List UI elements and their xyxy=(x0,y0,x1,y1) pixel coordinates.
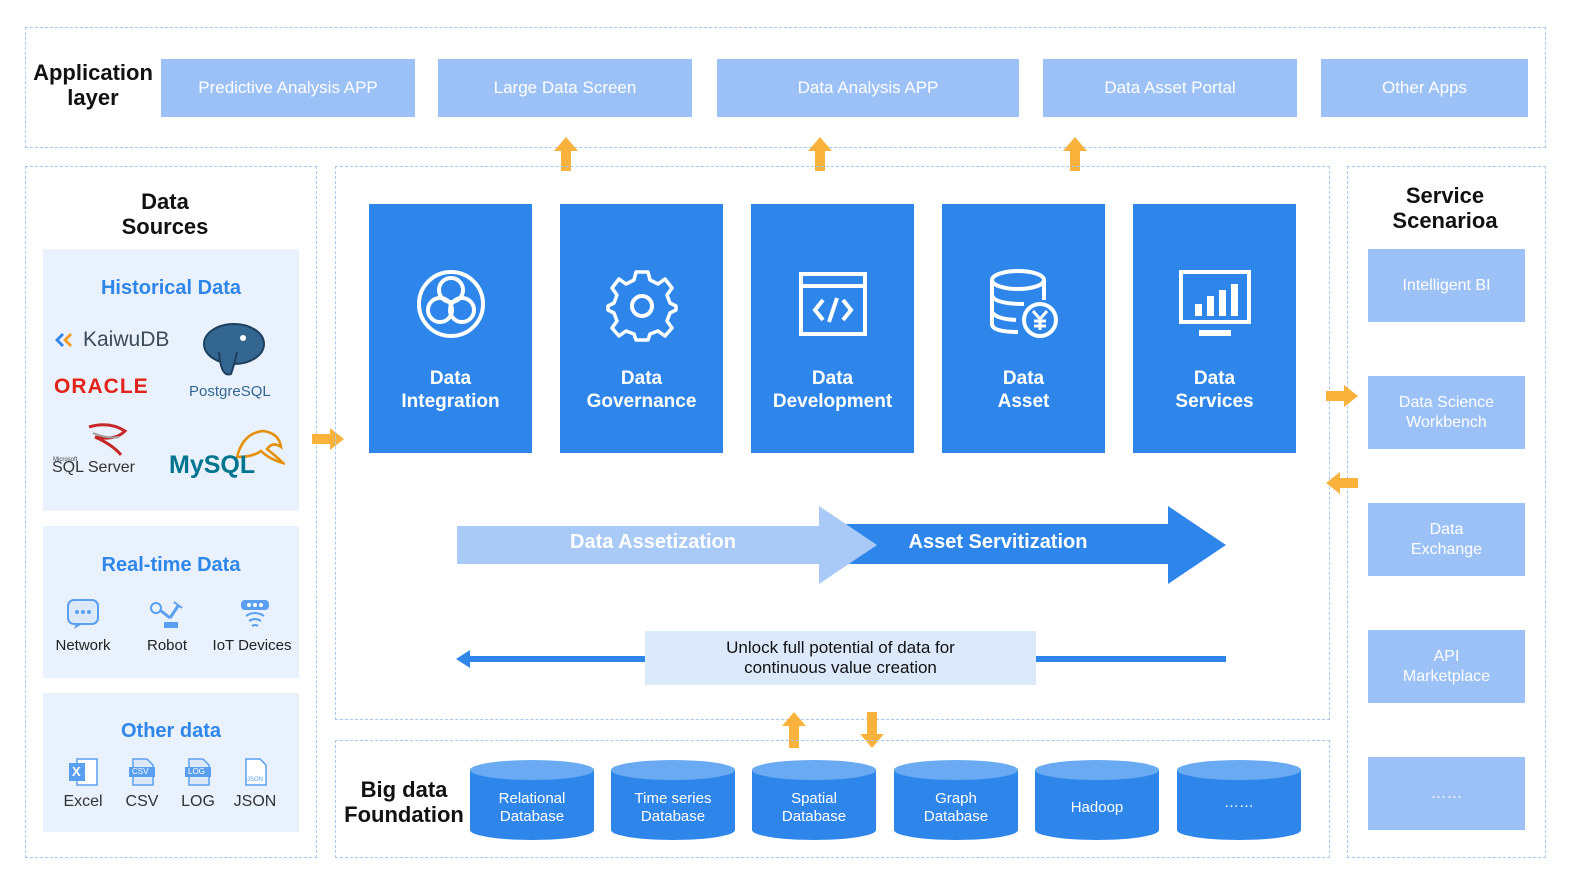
log-file-icon: LOG xyxy=(183,757,213,787)
service-scenario-title: Service Scenarioa xyxy=(1392,183,1498,233)
json-label: JSON xyxy=(233,793,277,810)
historical-data-panel: Historical Data KaiwuDB ORACLE PostgreSQ… xyxy=(43,249,299,511)
left-arrow-icon xyxy=(1326,472,1358,494)
kaiwudb-logo: KaiwuDB xyxy=(83,328,170,351)
robot-label: Robot xyxy=(146,637,188,654)
foundation-label: Big data Foundation xyxy=(344,777,464,827)
unlock-value-box: Unlock full potential of data for contin… xyxy=(645,631,1036,685)
sql-server-microsoft: Microsoft xyxy=(53,457,78,463)
app-large-data-screen[interactable]: Large Data Screen xyxy=(438,59,692,117)
application-layer-frame xyxy=(25,27,1546,148)
csv-label: CSV xyxy=(125,793,159,810)
right-arrow-icon xyxy=(312,428,344,450)
down-arrow-icon xyxy=(860,712,884,748)
postgresql-elephant-icon xyxy=(203,323,265,376)
data-assetization-arrow xyxy=(457,506,877,584)
network-chat-icon xyxy=(67,599,99,629)
sql-server-logo: SQL Server xyxy=(52,459,135,476)
application-layer-label: Application layer xyxy=(33,60,153,110)
code-window-icon xyxy=(799,272,867,336)
iot-device-icon xyxy=(241,600,269,627)
asset-servitization-arrow xyxy=(820,506,1226,584)
historical-data-title: Historical Data xyxy=(100,277,242,299)
core-platform-frame xyxy=(335,166,1330,720)
database-yen-icon xyxy=(990,269,1058,338)
sql-server-logo-icon xyxy=(88,423,128,456)
excel-file-icon: X xyxy=(67,757,99,787)
up-arrow-icon xyxy=(808,137,832,171)
up-arrow-icon xyxy=(554,137,578,171)
json-file-icon: JSON xyxy=(240,757,270,787)
db-more[interactable]: …… xyxy=(1177,760,1301,840)
log-label: LOG xyxy=(181,793,215,810)
mysql-logo: MySQL xyxy=(169,451,256,479)
data-sources-title: Data Sources xyxy=(121,189,209,239)
right-arrow-icon xyxy=(1326,385,1358,407)
app-data-asset-portal[interactable]: Data Asset Portal xyxy=(1043,59,1297,117)
gear-icon xyxy=(606,270,678,342)
robot-arm-icon xyxy=(150,601,183,628)
up-arrow-icon xyxy=(782,712,806,748)
excel-label: Excel xyxy=(63,793,103,810)
iot-devices-label: IoT Devices xyxy=(212,637,292,654)
app-predictive-analysis[interactable]: Predictive Analysis APP xyxy=(161,59,415,117)
data-assetization-label: Data Assetization xyxy=(570,531,736,553)
kaiwudb-logo-icon xyxy=(55,333,72,347)
postgresql-logo: PostgreSQL xyxy=(189,383,271,400)
realtime-data-title: Real-time Data xyxy=(101,554,241,576)
app-other-apps[interactable]: Other Apps xyxy=(1321,59,1528,117)
service-more[interactable]: …… xyxy=(1368,757,1525,830)
integration-icon xyxy=(417,270,485,338)
service-scenario-frame xyxy=(1347,166,1546,858)
other-data-title: Other data xyxy=(120,720,222,742)
db-hadoop[interactable]: Hadoop xyxy=(1035,760,1159,840)
network-label: Network xyxy=(55,637,111,654)
up-arrow-icon xyxy=(1063,137,1087,171)
monitor-chart-icon xyxy=(1179,270,1251,336)
mysql-dolphin-icon xyxy=(235,429,285,465)
asset-servitization-label: Asset Servitization xyxy=(908,531,1088,553)
app-data-analysis[interactable]: Data Analysis APP xyxy=(717,59,1019,117)
service-intelligent-bi[interactable]: Intelligent BI xyxy=(1368,249,1525,322)
foundation-frame xyxy=(335,740,1330,858)
csv-file-icon: CSV xyxy=(127,757,157,787)
data-sources-frame xyxy=(25,166,317,858)
oracle-logo: ORACLE xyxy=(54,375,149,398)
